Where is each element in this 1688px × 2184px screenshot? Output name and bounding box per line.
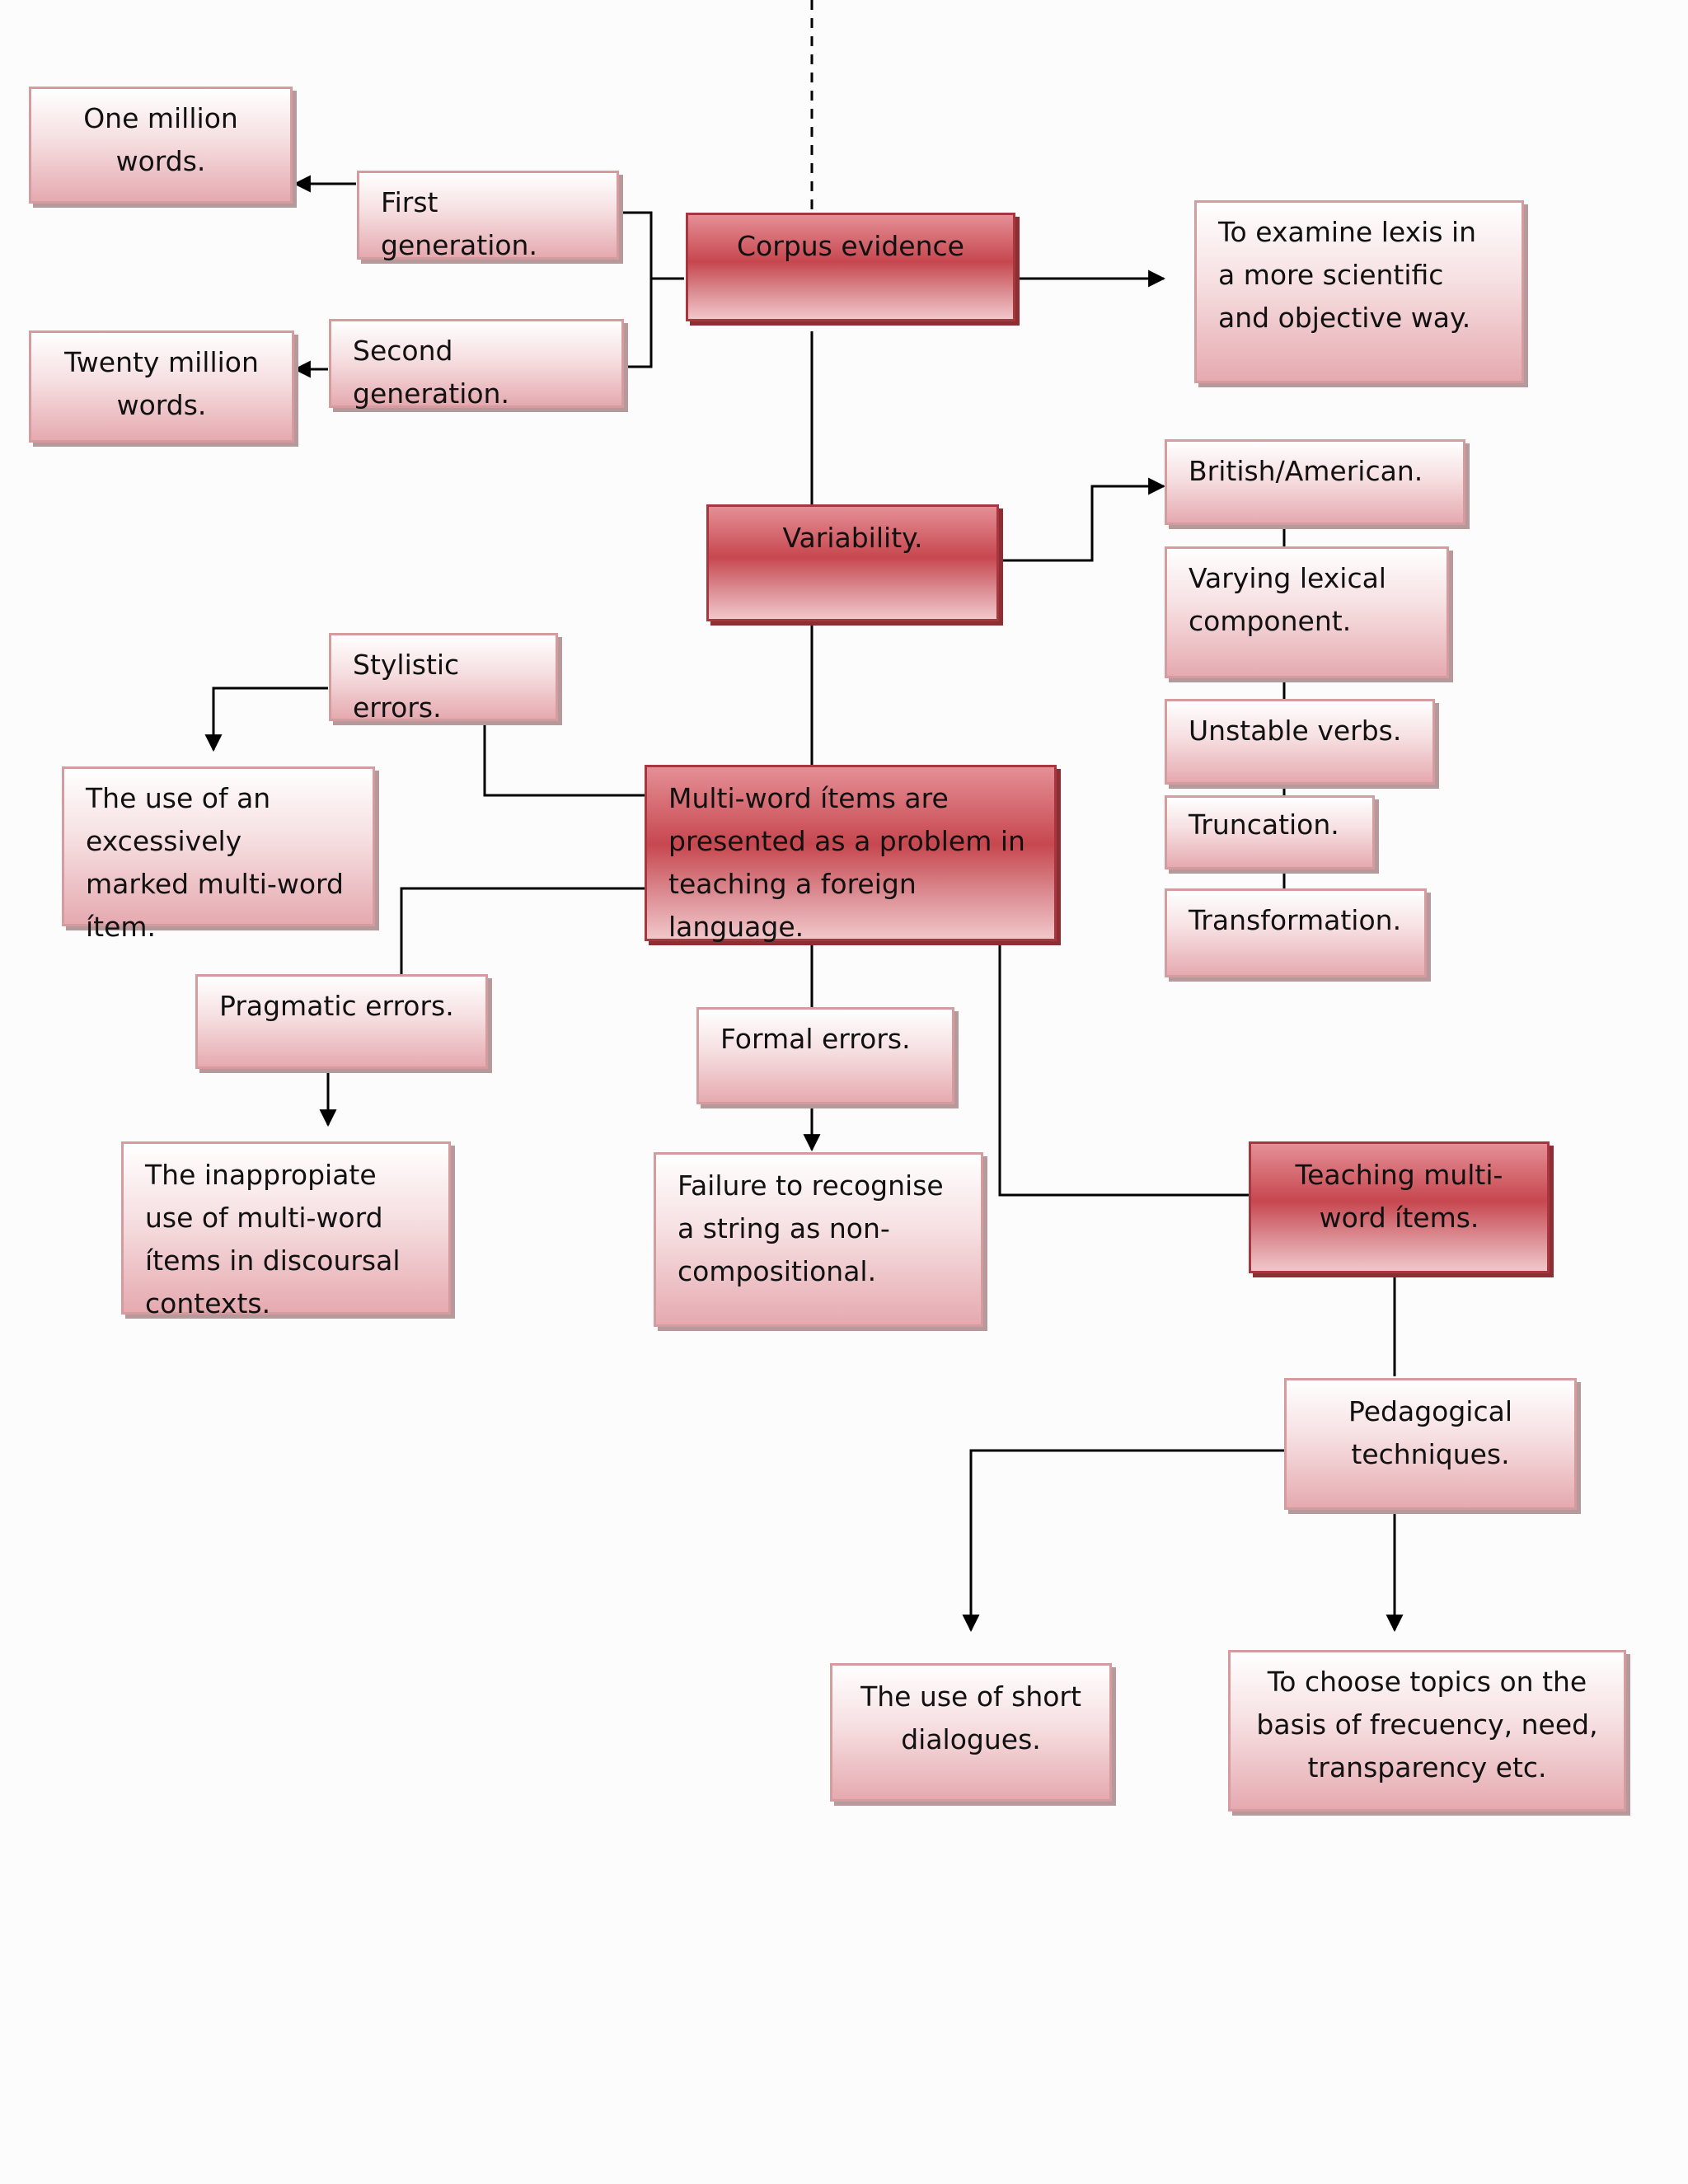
teaching-multi-word-box: Teaching multi-word ítems. bbox=[1249, 1141, 1550, 1273]
variability-box: Variability. bbox=[706, 504, 999, 621]
corpus-evidence-box: Corpus evidence bbox=[686, 213, 1015, 321]
stylistic-multiword-connector bbox=[483, 721, 645, 797]
short-dialogues-box: The use of short dialogues. bbox=[830, 1663, 1112, 1802]
stylistic-errors-box: Stylistic errors. bbox=[329, 633, 558, 724]
formal-errors-box: Formal errors. bbox=[696, 1007, 954, 1104]
second-generation-connector bbox=[624, 279, 653, 368]
first-generation-box: First generation. bbox=[357, 171, 619, 261]
pragmatic-errors-box: Pragmatic errors. bbox=[195, 974, 488, 1069]
varying-lexical-box: Varying lexical component. bbox=[1165, 546, 1449, 678]
examine-lexis-box: To examine lexis in a more scientific an… bbox=[1194, 200, 1524, 383]
multi-word-problem-box: Multi-word ítems are presented as a prob… bbox=[645, 765, 1057, 943]
formal-desc-box: Failure to recognise a string as non-com… bbox=[654, 1152, 983, 1327]
twenty-million-box: Twenty million words. bbox=[29, 330, 294, 443]
pedagogical-dialogues-arrow bbox=[962, 1449, 1284, 1633]
pragmatic-desc-box: The inappropiate use of multi-word ítems… bbox=[121, 1141, 451, 1319]
stylistic-desc-box: The use of an excessively marked multi-w… bbox=[62, 766, 375, 943]
second-generation-box: Second generation. bbox=[329, 319, 624, 410]
multiword-teaching-connector bbox=[998, 941, 1249, 1197]
choose-topics-box: To choose topics on the basis of frecuen… bbox=[1228, 1650, 1626, 1811]
one-million-box: One million words. bbox=[29, 87, 293, 204]
pedagogical-techniques-box: Pedagogical techniques. bbox=[1284, 1378, 1577, 1510]
transformation-box: Transformation. bbox=[1165, 888, 1427, 977]
unstable-verbs-box: Unstable verbs. bbox=[1165, 699, 1435, 785]
stylistic-errors-arrow bbox=[204, 687, 328, 752]
first-generation-connector bbox=[620, 211, 684, 280]
pragmatic-multiword-connector bbox=[400, 887, 645, 974]
truncation-box: Truncation. bbox=[1165, 795, 1375, 869]
variability-british-arrow bbox=[1001, 477, 1166, 562]
british-american-box: British/American. bbox=[1165, 439, 1465, 525]
